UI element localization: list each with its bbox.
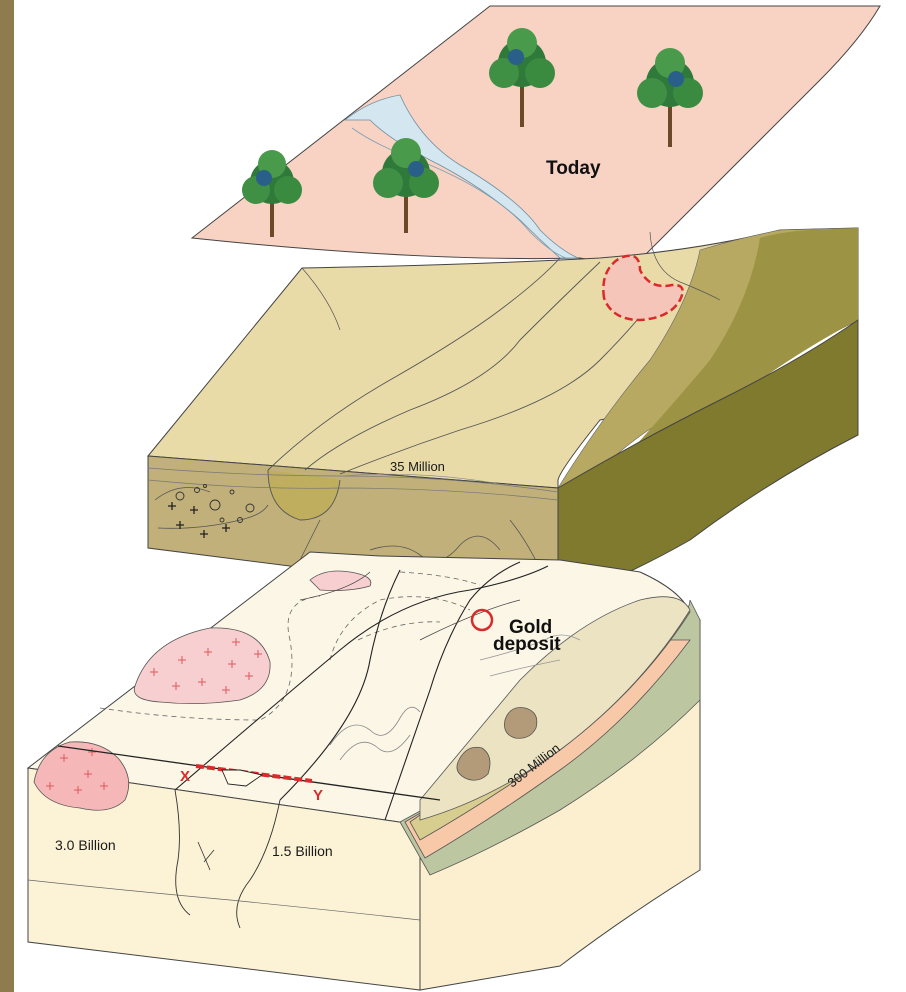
label-3-0-billion: 3.0 Billion	[55, 837, 116, 853]
label-1-5-billion: 1.5 Billion	[272, 843, 333, 859]
pod	[504, 708, 536, 739]
label-today: Today	[546, 158, 601, 179]
label-35-million: 35 Million	[390, 459, 445, 474]
marker-y: Y	[313, 787, 323, 804]
label-deposit: deposit	[493, 634, 561, 655]
marker-x: X	[180, 768, 190, 785]
